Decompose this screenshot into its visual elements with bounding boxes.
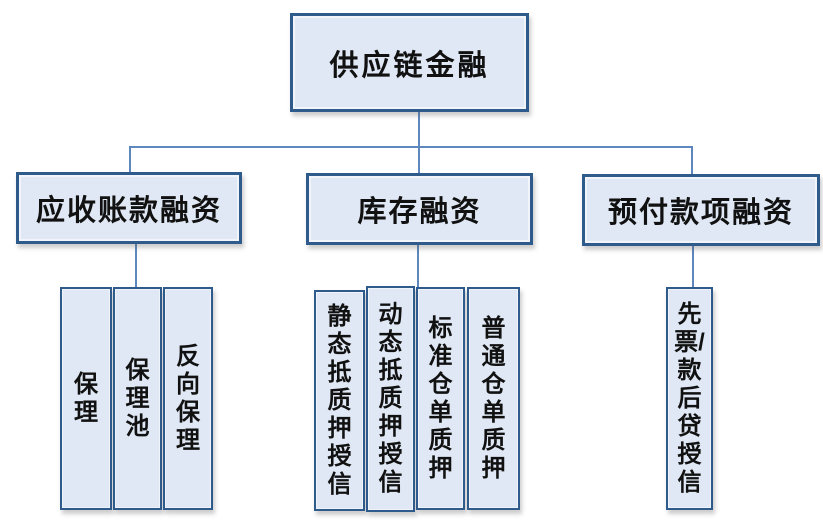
leaf-node-label: 静 态 抵 质 押 授 信: [327, 302, 352, 498]
branch-node-accounts-receivable-financing: 应收账款融资: [16, 172, 242, 244]
leaf-node-label: 保 理 池: [125, 356, 150, 440]
leaf-node-static-pledge-credit: 静 态 抵 质 押 授 信: [314, 290, 365, 511]
leaf-node-reverse-factoring: 反 向 保 理: [163, 287, 213, 510]
leaf-node-label: 标 准 仓 单 质 押: [428, 314, 453, 482]
leaf-node-ticket-first-loan-after-payment-credit: 先 票/ 款 后 贷 授 信: [666, 287, 713, 510]
branch-node-prepayment-financing: 预付款项融资: [582, 174, 820, 246]
connector-ar-to-children: [135, 243, 137, 288]
connector-root-to-branches: [418, 112, 420, 174]
leaf-node-standard-warehouse-receipt-pledge: 标 准 仓 单 质 押: [416, 287, 465, 510]
leaf-node-label: 保 理: [74, 370, 98, 426]
leaf-node-label: 反 向 保 理: [176, 342, 200, 454]
leaf-node-factoring: 保 理: [60, 287, 112, 510]
connector-horizontal-bus: [129, 146, 692, 148]
connector-drop-right: [691, 146, 693, 175]
branch-node-label: 应收账款融资: [35, 195, 222, 227]
root-node-label: 供应链金融: [329, 49, 490, 82]
leaf-node-factoring-pool: 保 理 池: [113, 287, 162, 510]
leaf-node-ordinary-warehouse-receipt-pledge: 普 通 仓 单 质 押: [467, 287, 520, 510]
leaf-node-label: 普 通 仓 单 质 押: [481, 314, 506, 482]
leaf-node-dynamic-pledge-credit: 动 态 抵 质 押 授 信: [366, 286, 415, 512]
connector-prepay-to-children: [692, 246, 694, 288]
branch-node-label: 库存融资: [357, 196, 482, 228]
connector-inventory-to-children: [417, 245, 419, 288]
branch-node-inventory-financing: 库存融资: [306, 173, 533, 245]
connector-drop-left: [129, 146, 131, 173]
branch-node-label: 预付款项融资: [607, 197, 794, 229]
leaf-node-label: 动 态 抵 质 押 授 信: [378, 301, 403, 496]
leaf-node-label: 先 票/ 款 后 贷 授 信: [674, 300, 705, 496]
root-node-supply-chain-finance: 供应链金融: [290, 13, 529, 112]
